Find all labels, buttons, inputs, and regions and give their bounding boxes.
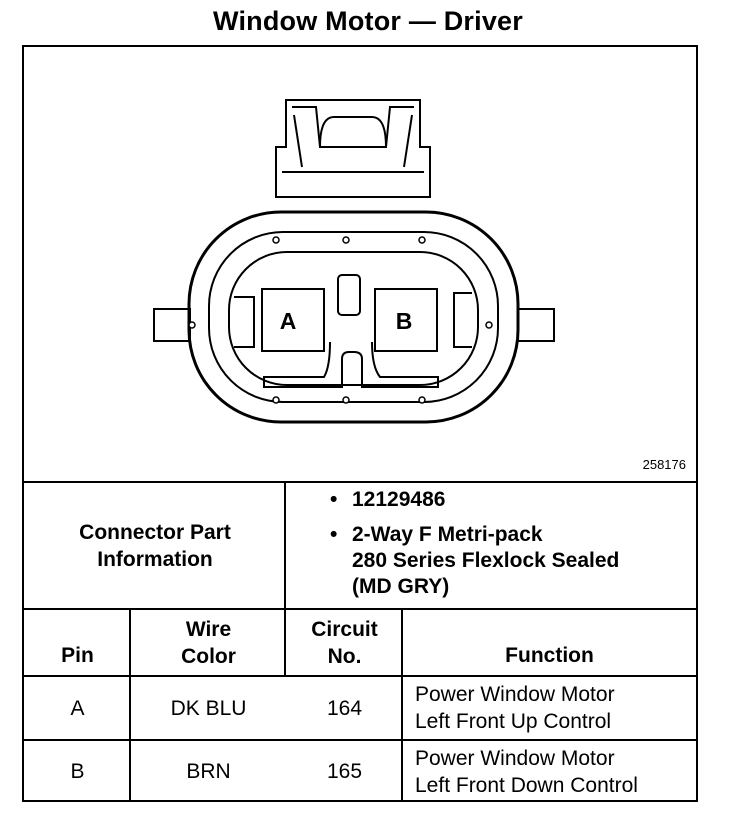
connector-diagram: A B bbox=[153, 99, 555, 424]
divider bbox=[401, 608, 403, 802]
header-function: Function bbox=[505, 644, 594, 667]
bullet-item: • 12129486 bbox=[330, 488, 446, 511]
table-cell-pin: B bbox=[70, 760, 85, 783]
connector-face-outline bbox=[153, 99, 555, 424]
divider bbox=[24, 675, 696, 677]
table-cell-function: Power Window Motor Left Front Down Contr… bbox=[415, 746, 638, 797]
header-circuit: Circuit No. bbox=[311, 617, 378, 668]
pin-label-a: A bbox=[280, 308, 297, 334]
connector-info-bullets: • 12129486 • 2-Way F Metri-pack 280 Seri… bbox=[330, 487, 619, 609]
bullet-item: • 2-Way F Metri-pack 280 Series Flexlock… bbox=[330, 523, 620, 598]
divider bbox=[284, 481, 286, 675]
header-pin: Pin bbox=[61, 644, 94, 667]
page-title: Window Motor — Driver bbox=[213, 6, 523, 36]
table-cell-pin: A bbox=[70, 696, 85, 720]
pinout-frame: A B 258176 Connector Part Information • … bbox=[22, 45, 698, 802]
divider bbox=[24, 739, 696, 741]
table-cell-function: Power Window Motor Left Front Up Control bbox=[415, 683, 615, 733]
divider bbox=[24, 481, 696, 483]
figure-id: 258176 bbox=[642, 457, 686, 472]
table-cell-circuit: 165 bbox=[326, 760, 363, 783]
header-wire-color: Wire Color bbox=[181, 617, 236, 668]
latch-dimples bbox=[188, 236, 493, 404]
table-cell-wire-color: BRN bbox=[186, 760, 231, 783]
table-cell-wire-color: DK BLU bbox=[170, 696, 247, 720]
pin-label-b: B bbox=[396, 308, 413, 334]
divider bbox=[24, 608, 696, 610]
connector-info-label: Connector Part Information bbox=[79, 520, 231, 571]
table-cell-circuit: 164 bbox=[326, 696, 363, 720]
divider bbox=[129, 608, 131, 802]
